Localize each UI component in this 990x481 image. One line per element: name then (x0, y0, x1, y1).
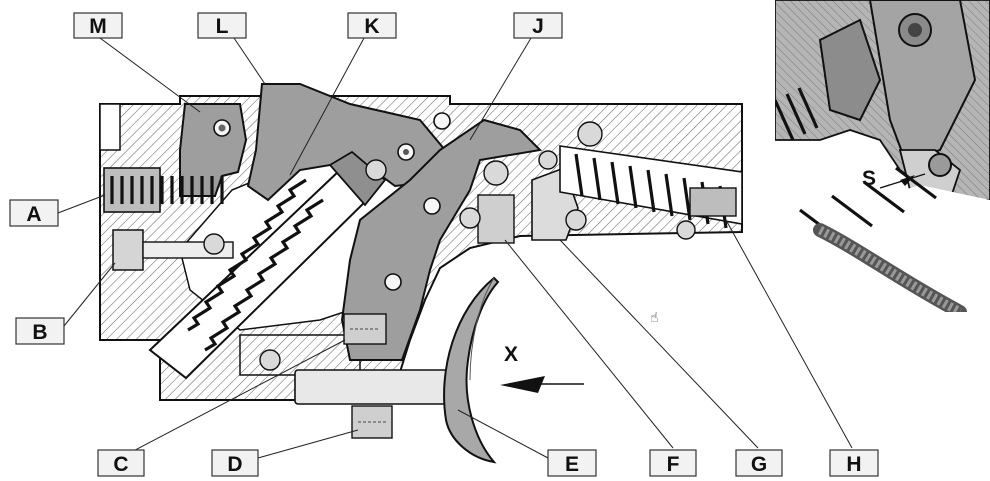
label-j: J (513, 12, 563, 39)
part-l (246, 83, 447, 202)
label-e: E (547, 449, 597, 477)
label-f: F (649, 449, 697, 477)
pin-left-cavity (459, 207, 481, 229)
label-d: D (211, 449, 259, 477)
label-b: B (15, 317, 65, 345)
label-a: A (9, 199, 59, 227)
svg-text:H: H (846, 453, 861, 476)
pin-lower-left (203, 233, 225, 255)
screw-d (351, 405, 393, 439)
pin-right-cavity (565, 209, 587, 231)
svg-text:L: L (216, 15, 229, 38)
screw-c (343, 313, 387, 345)
pin-lower-block (259, 349, 281, 371)
gap-label: S (862, 167, 876, 190)
main-spring (187, 178, 307, 332)
svg-text:F: F (667, 453, 680, 476)
svg-text:D: D (227, 453, 242, 476)
svg-text:G: G (751, 453, 767, 476)
detail-inset (775, 0, 990, 312)
hand-cursor-icon: ☝ (650, 310, 659, 326)
label-g: G (735, 449, 783, 477)
svg-text:J: J (532, 15, 544, 38)
label-c: C (97, 449, 145, 477)
label-h: H (829, 449, 879, 477)
main-spring-lower (204, 198, 324, 352)
svg-text:B: B (32, 321, 47, 344)
svg-text:A: A (26, 203, 41, 226)
trigger-e (294, 276, 500, 464)
spring-h-assembly (559, 121, 743, 240)
svg-text:C: C (113, 453, 128, 476)
label-k: K (347, 12, 397, 39)
leader-lines (57, 37, 853, 459)
part-j (340, 112, 543, 361)
plunger-f (477, 160, 515, 244)
svg-text:K: K (364, 15, 379, 38)
label-l: L (197, 12, 247, 39)
part-m (179, 103, 248, 197)
svg-text:M: M (89, 15, 107, 38)
label-m: M (73, 12, 123, 39)
spring-a-assembly (103, 167, 224, 213)
svg-text:E: E (565, 453, 579, 476)
x-arrow-label: X (504, 343, 518, 366)
direction-arrow (500, 376, 584, 393)
